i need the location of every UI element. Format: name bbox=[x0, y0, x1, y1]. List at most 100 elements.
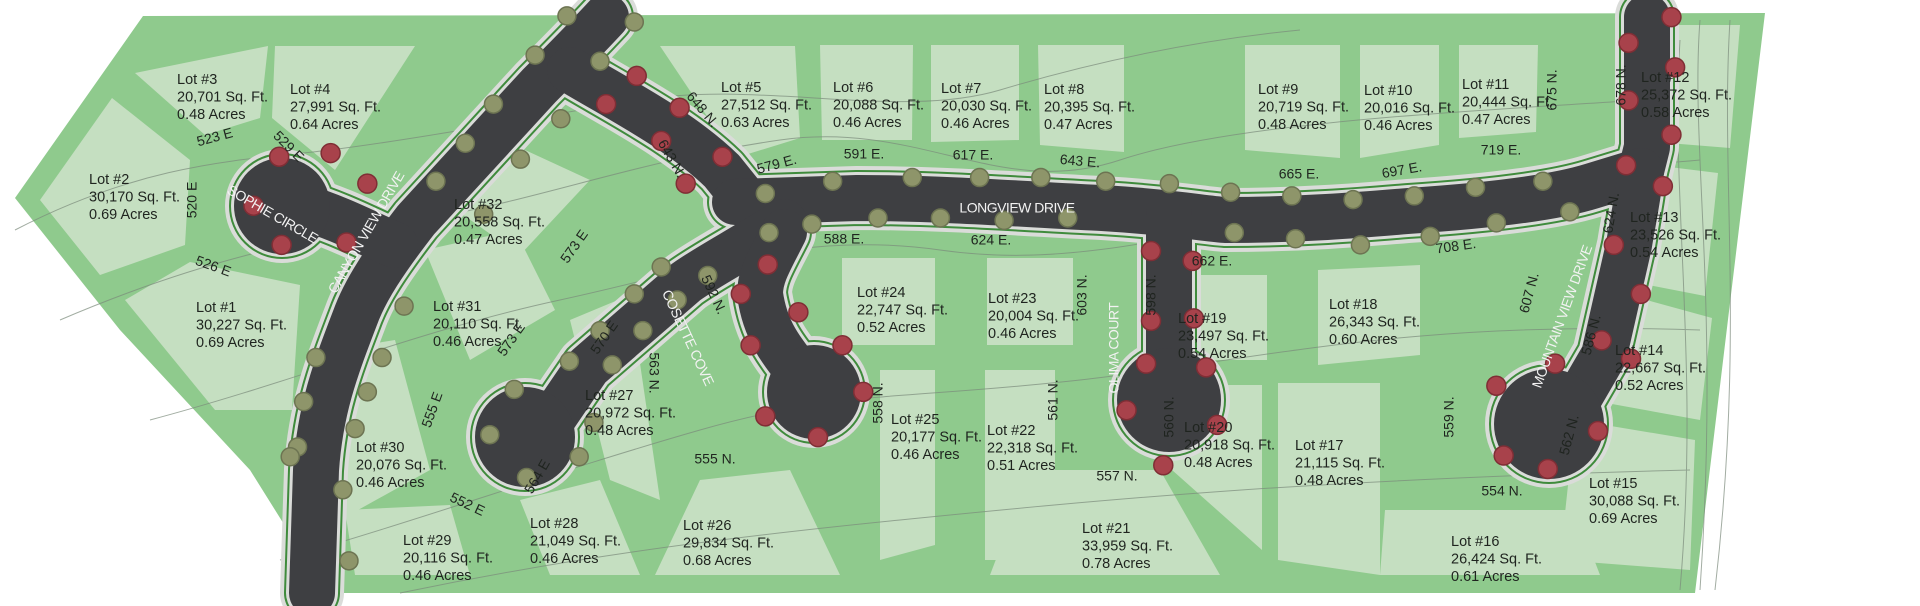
tree-red-icon bbox=[712, 146, 733, 167]
lot-acres: 0.46 Acres bbox=[356, 475, 425, 491]
lot-parcel-3[interactable] bbox=[135, 46, 268, 135]
tree-red-icon bbox=[1618, 90, 1639, 111]
lot-acres: 0.78 Acres bbox=[1082, 556, 1151, 572]
lot-sqft: 29,834 Sq. Ft. bbox=[683, 536, 774, 552]
lot-parcel-17[interactable] bbox=[1278, 383, 1380, 575]
tree-red-icon bbox=[1206, 414, 1228, 436]
lot-lot: Lot #27 bbox=[585, 388, 633, 404]
lot-parcel-23[interactable] bbox=[987, 258, 1073, 345]
tree-red-icon bbox=[807, 426, 829, 448]
tree-olive-icon bbox=[994, 210, 1014, 231]
lot-sqft: 20,110 Sq. Ft. bbox=[433, 317, 523, 333]
lot-acres: 0.58 Acres bbox=[1641, 105, 1710, 121]
lot-sqft: 22,747 Sq. Ft. bbox=[857, 303, 948, 319]
tree-olive-icon bbox=[868, 208, 888, 228]
tree-olive-icon bbox=[590, 320, 610, 341]
address-label: 675 N. bbox=[1544, 69, 1560, 110]
tree-red-icon bbox=[271, 234, 292, 256]
tree-red-icon bbox=[1615, 155, 1637, 176]
tree-red-icon bbox=[675, 173, 696, 194]
address-label: 719 E. bbox=[1481, 142, 1521, 158]
lot-label-1: Lot #130,227 Sq. Ft.0.69 Acres bbox=[196, 300, 287, 351]
tree-olive-icon bbox=[802, 214, 822, 234]
tree-olive-icon bbox=[1095, 171, 1116, 191]
tree-olive-icon bbox=[394, 296, 414, 316]
tree-red-icon bbox=[1664, 57, 1686, 78]
tree-olive-icon bbox=[759, 222, 779, 243]
lot-lot: Lot #13 bbox=[1630, 210, 1678, 226]
lot-parcel-2[interactable] bbox=[40, 98, 190, 275]
lot-sqft: 30,170 Sq. Ft. bbox=[89, 190, 180, 206]
lot-acres: 0.48 Acres bbox=[585, 423, 654, 439]
trees-layer bbox=[243, 6, 1686, 571]
tree-olive-icon bbox=[1220, 182, 1241, 202]
tree-olive-icon bbox=[1224, 222, 1245, 243]
sophie-circle-bulb bbox=[234, 158, 330, 254]
lot-parcel-26[interactable] bbox=[655, 470, 840, 575]
tree-olive-icon bbox=[624, 12, 645, 32]
lot-sqft: 20,004 Sq. Ft. bbox=[988, 309, 1079, 325]
lot-parcel-16[interactable] bbox=[1380, 510, 1600, 575]
lot-parcel-5[interactable] bbox=[660, 46, 800, 158]
lot-sqft: 22,667 Sq. Ft. bbox=[1615, 361, 1706, 377]
address-label: 603 N. bbox=[1074, 274, 1090, 315]
lot-parcel-1[interactable] bbox=[125, 262, 300, 410]
lot-parcel-7[interactable] bbox=[931, 45, 1019, 142]
lot-acres: 0.47 Acres bbox=[1462, 112, 1531, 128]
address-label: 557 N. bbox=[1096, 468, 1137, 484]
tree-olive-icon bbox=[633, 320, 653, 341]
tree-olive-icon bbox=[557, 6, 577, 26]
lot-parcel-10[interactable] bbox=[1360, 45, 1439, 158]
tree-red-icon bbox=[832, 335, 853, 356]
lot-sqft: 20,395 Sq. Ft. bbox=[1044, 100, 1135, 116]
lot-parcel-18[interactable] bbox=[1318, 265, 1420, 365]
tree-olive-icon bbox=[698, 265, 718, 286]
tree-olive-icon bbox=[1420, 226, 1440, 247]
lot-parcel-31[interactable] bbox=[425, 230, 555, 360]
cosette-cove-bulb bbox=[767, 345, 861, 439]
lot-parcel-6[interactable] bbox=[820, 45, 913, 140]
lot-parcel-22[interactable] bbox=[985, 370, 1055, 560]
tree-olive-icon bbox=[293, 391, 314, 412]
lot-sqft: 26,343 Sq. Ft. bbox=[1329, 315, 1420, 331]
lot-lot: Lot #32 bbox=[454, 197, 502, 213]
lot-sqft: 20,030 Sq. Ft. bbox=[941, 99, 1032, 115]
lot-parcel-24[interactable] bbox=[842, 258, 935, 345]
lot-acres: 0.46 Acres bbox=[530, 551, 599, 567]
tree-olive-icon bbox=[1533, 171, 1553, 191]
lot-lot: Lot #21 bbox=[1082, 521, 1130, 537]
lot-acres: 0.48 Acres bbox=[1258, 117, 1327, 133]
lot-parcel-11[interactable] bbox=[1459, 45, 1538, 138]
lot-label-4: Lot #427,991 Sq. Ft.0.64 Acres bbox=[290, 82, 381, 133]
lot-lot: Lot #11 bbox=[1462, 77, 1509, 93]
lot-lot: Lot #23 bbox=[988, 291, 1036, 307]
address-label: 561 N. bbox=[1045, 379, 1061, 420]
lot-parcel-25[interactable] bbox=[880, 370, 935, 560]
lot-parcel-29[interactable] bbox=[345, 505, 470, 575]
lot-parcel-28[interactable] bbox=[520, 480, 640, 575]
tree-red-icon bbox=[1182, 250, 1203, 272]
tree-olive-icon bbox=[372, 347, 392, 368]
lot-parcel-8[interactable] bbox=[1038, 45, 1124, 152]
diagonal-cul-de-sac bbox=[475, 387, 575, 487]
lot-acres: 0.64 Acres bbox=[290, 117, 359, 133]
tree-red-icon bbox=[1587, 420, 1609, 442]
address-label: 678 N. bbox=[1613, 64, 1629, 105]
lot-acres: 0.69 Acres bbox=[196, 335, 265, 351]
lot-parcel-4[interactable] bbox=[272, 46, 415, 170]
lot-acres: 0.48 Acres bbox=[1184, 455, 1253, 471]
tree-olive-icon bbox=[1058, 208, 1078, 228]
address-label: 555 N. bbox=[694, 451, 735, 467]
address-label: 588 E. bbox=[824, 231, 864, 247]
contour-lines bbox=[14, 19, 1731, 594]
lot-sqft: 26,424 Sq. Ft. bbox=[1451, 552, 1542, 568]
tree-olive-icon bbox=[510, 149, 531, 169]
lot-lot: Lot #31 bbox=[433, 299, 481, 315]
